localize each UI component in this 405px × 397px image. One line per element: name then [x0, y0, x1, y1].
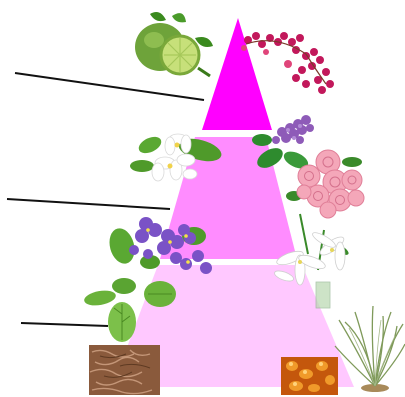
wood-shavings-icon [89, 345, 160, 395]
pointer-line-top [15, 73, 204, 100]
pyramid-tier-top [202, 18, 272, 130]
pointer-line-heart [7, 199, 170, 209]
amber-resin-icon [281, 357, 338, 395]
pointer-line-base [21, 323, 108, 326]
bergamot-citrus-icon [135, 12, 213, 76]
